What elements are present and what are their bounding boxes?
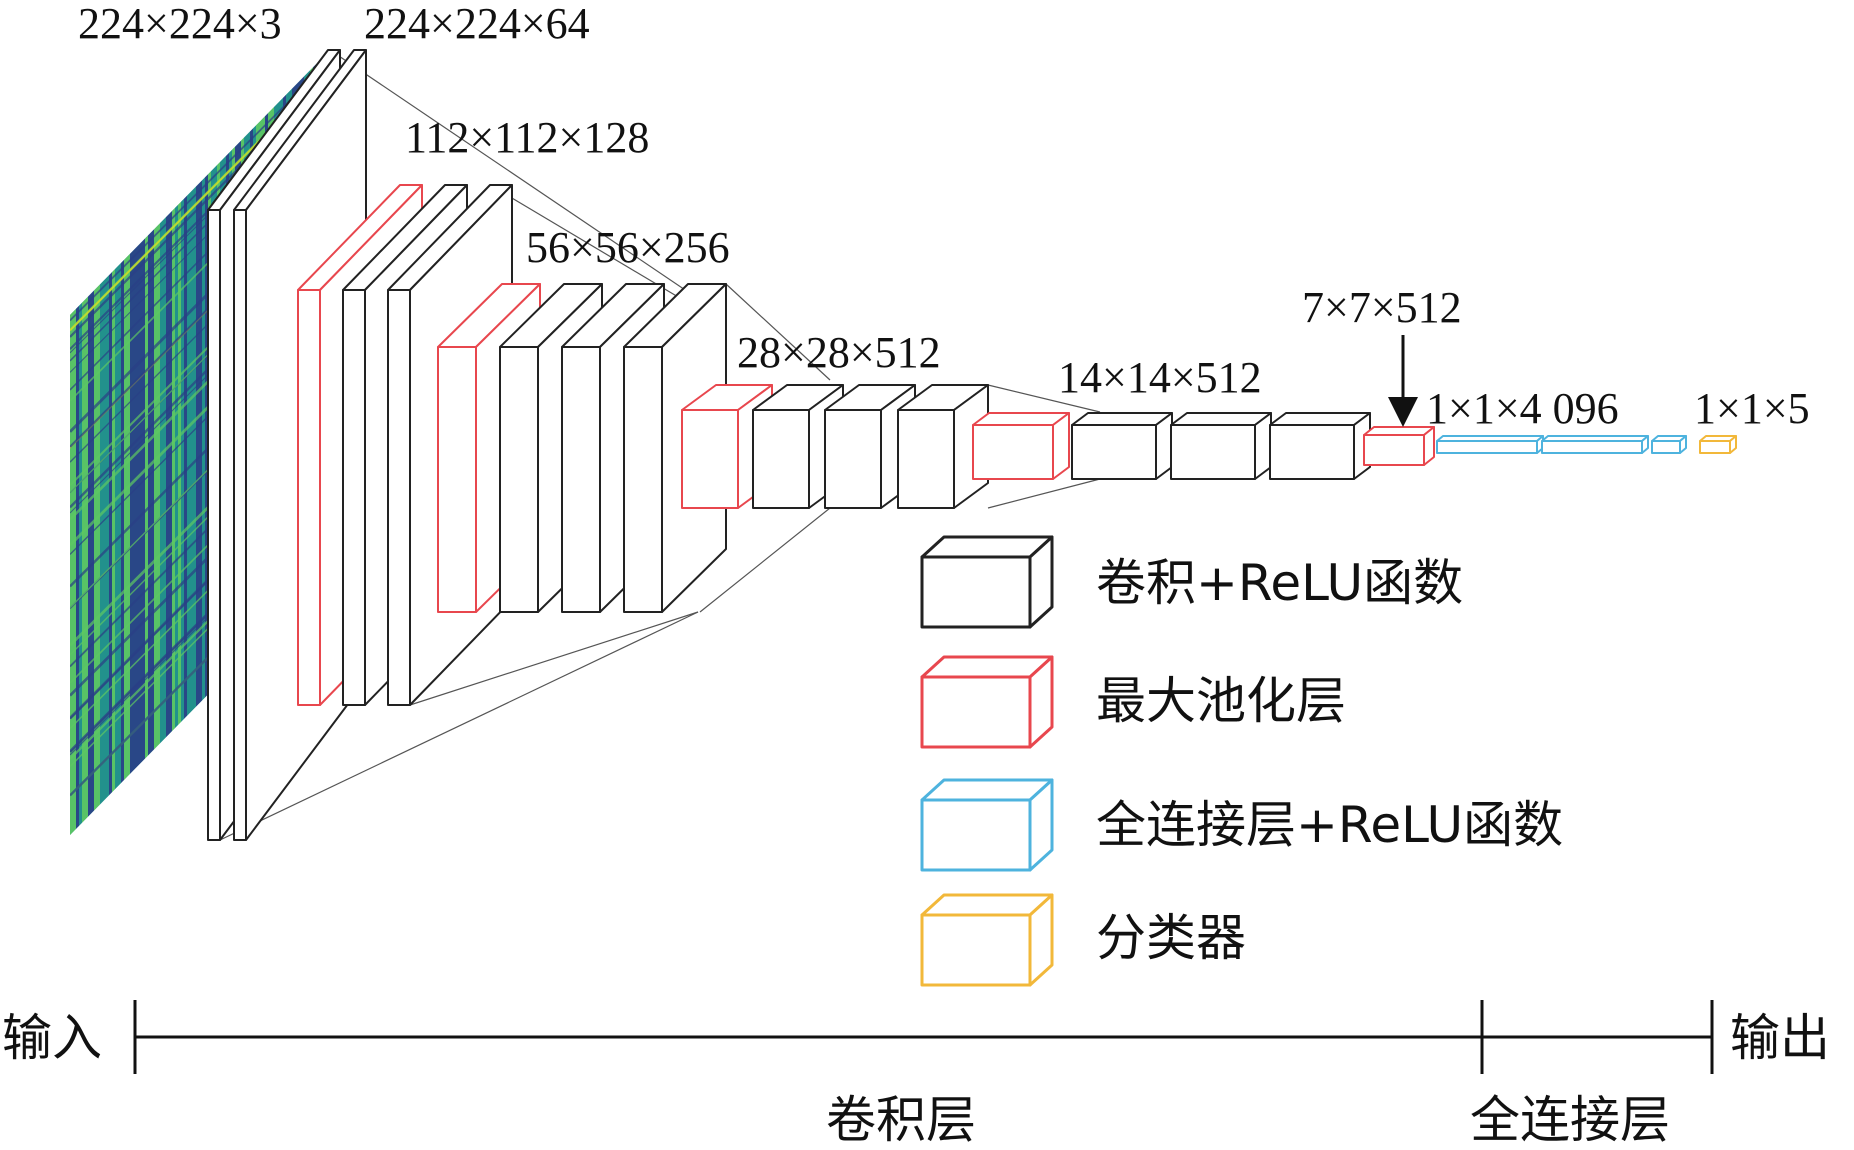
heatmap-stripe — [166, 50, 169, 835]
perspective-guide-line — [987, 478, 1101, 509]
dim-label-block2: 112×112×128 — [405, 113, 649, 162]
heatmap-stripe — [130, 50, 133, 835]
dim-label-input: 224×224×3 — [78, 0, 282, 48]
fc-layer1 — [1436, 435, 1544, 454]
heatmap-stripe — [193, 50, 196, 835]
heatmap-stripe — [103, 50, 106, 835]
heatmap-stripe — [76, 50, 79, 835]
heatmap-stripe — [142, 50, 145, 835]
heatmap-stripe — [151, 50, 154, 835]
perspective-guides — [219, 49, 1101, 841]
legend: 卷积+ReLU函数 最大池化层 全连接层+ReLU函数 分类器 — [920, 535, 1563, 987]
axis-fc-section-label: 全连接层 — [1470, 1091, 1670, 1149]
heatmap-stripe — [202, 50, 205, 835]
heatmap-stripe — [160, 50, 163, 835]
heatmap-stripe — [196, 50, 199, 835]
heatmap-stripe — [91, 50, 94, 835]
heatmap-stripe — [139, 50, 142, 835]
heatmap-stripe — [187, 50, 190, 835]
heatmap-stripe — [184, 50, 187, 835]
perspective-guide-line — [699, 507, 831, 613]
axis-conv-section-label: 卷积层 — [826, 1091, 976, 1149]
heatmap-stripe — [175, 50, 178, 835]
dim-label-classifier: 1×1×5 — [1694, 384, 1810, 433]
conv-block5-layer2 — [1170, 412, 1272, 480]
legend-conv-label: 卷积+ReLU函数 — [1096, 554, 1463, 612]
heatmap-stripe — [85, 50, 88, 835]
heatmap-stripe — [148, 50, 151, 835]
section-axis — [133, 1000, 1714, 1074]
conv-block4-layer3 — [897, 384, 989, 509]
heatmap-stripe — [127, 50, 130, 835]
heatmap-stripe — [169, 50, 172, 835]
fc-layer3 — [1651, 435, 1687, 454]
heatmap-stripe — [100, 50, 103, 835]
axis-input-label: 输入 — [2, 1009, 102, 1067]
network-blocks — [207, 49, 1737, 841]
heatmap-stripe — [115, 50, 118, 835]
heatmap-stripe — [205, 50, 208, 835]
conv-block5-layer3 — [1269, 412, 1371, 480]
perspective-guide-line — [725, 283, 831, 381]
dim-label-block5: 14×14×512 — [1058, 353, 1262, 402]
perspective-guide-line — [219, 611, 699, 841]
legend-classifier-label: 分类器 — [1096, 909, 1246, 967]
dim-label-block1: 224×224×64 — [364, 0, 590, 48]
dim-label-fc: 1×1×4 096 — [1426, 384, 1619, 433]
pool-block6 — [1363, 426, 1435, 466]
dim-label-block4: 28×28×512 — [737, 328, 941, 377]
pool-block5 — [972, 412, 1070, 480]
legend-conv-box — [920, 535, 1054, 629]
heatmap-stripe — [97, 50, 100, 835]
heatmap-stripe — [82, 50, 85, 835]
conv-block5-layer1 — [1071, 412, 1173, 480]
heatmap-stripe — [199, 50, 202, 835]
legend-fc-label: 全连接层+ReLU函数 — [1096, 796, 1563, 854]
perspective-guide-line — [329, 49, 701, 301]
heatmap-stripe — [106, 50, 109, 835]
dim-label-block3: 56×56×256 — [526, 223, 730, 272]
heatmap-stripe — [79, 50, 82, 835]
legend-pool-box — [920, 655, 1054, 749]
heatmap-stripe — [70, 50, 73, 835]
conv-block3-layer3 — [623, 283, 727, 613]
dim-label-pool5: 7×7×512 — [1302, 283, 1462, 332]
legend-fc-box — [920, 778, 1054, 872]
heatmap-stripe — [190, 50, 193, 835]
heatmap-stripe — [136, 50, 139, 835]
fc-layer2 — [1541, 435, 1649, 454]
heatmap-stripe — [121, 50, 124, 835]
dimension-labels: 224×224×3 224×224×64 112×112×128 56×56×2… — [78, 0, 1810, 433]
heatmap-stripe — [109, 50, 112, 835]
heatmap-stripe — [154, 50, 157, 835]
legend-classifier-box — [920, 893, 1054, 987]
heatmap-stripe — [88, 50, 91, 835]
perspective-guide-line — [409, 611, 699, 706]
heatmap-stripe — [163, 50, 166, 835]
axis-output-label: 输出 — [1730, 1009, 1830, 1067]
classifier-layer — [1699, 435, 1737, 454]
heatmap-stripe — [178, 50, 181, 835]
heatmap-stripe — [157, 50, 160, 835]
heatmap-stripe — [94, 50, 97, 835]
heatmap-stripe — [124, 50, 127, 835]
heatmap-stripe — [118, 50, 121, 835]
perspective-guide-line — [987, 384, 1101, 413]
legend-pool-label: 最大池化层 — [1096, 672, 1346, 730]
